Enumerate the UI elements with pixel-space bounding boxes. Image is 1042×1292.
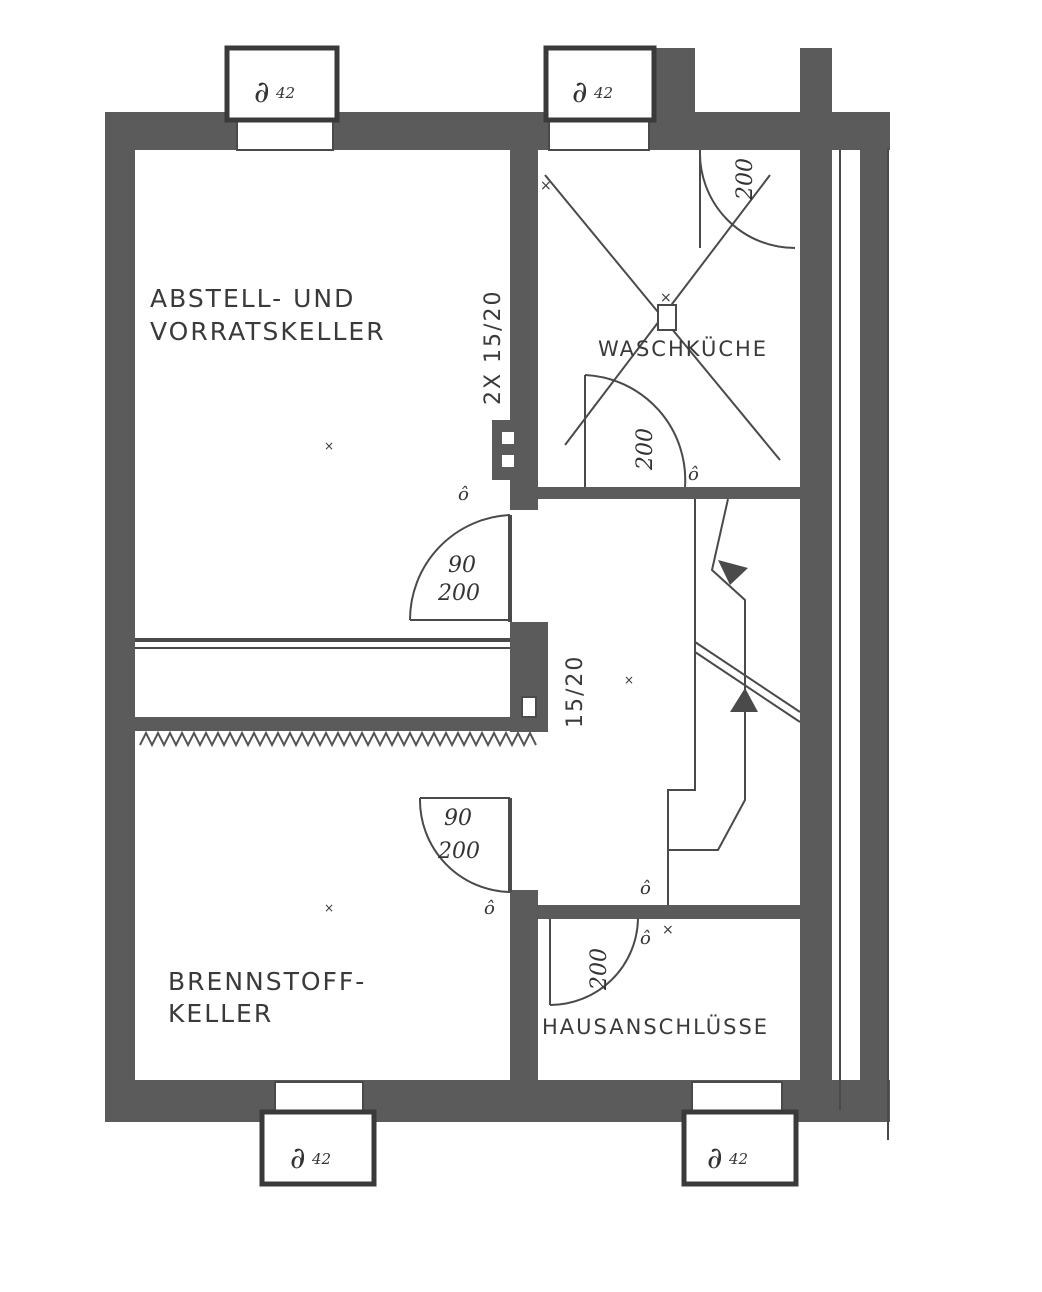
walls: [105, 48, 890, 1122]
exterior-lines: [839, 148, 889, 1140]
door-laundry-bottom: [584, 374, 687, 488]
left-wall: [105, 112, 135, 1122]
window-well-bottom-right: [681, 1109, 799, 1187]
window-symbol-sub: 42: [593, 84, 613, 102]
door-laundry-bottom-height: 200: [633, 428, 658, 471]
right-wall-outer: [800, 48, 832, 1122]
shelf-hatching: [139, 730, 537, 748]
light-switch-symbol: ô: [484, 898, 495, 919]
door-fuel-height: 200: [437, 839, 480, 864]
window-well-top-center: [543, 45, 657, 123]
laundry-room: WASCHKÜCHE × ×: [540, 174, 781, 461]
door-utility-height: 200: [587, 948, 612, 991]
wall-dimension-lower: 15/20: [563, 655, 588, 728]
chimney: [492, 420, 537, 718]
window-well-symbols: ∂ 42 ∂ 42 ∂ 42 ∂ 42: [254, 75, 748, 1176]
window-symbol-glyph: ∂: [572, 75, 588, 110]
window-well-top-left: [224, 45, 340, 123]
room-center-mark: ×: [324, 901, 336, 915]
partition-laundry-hall: [538, 487, 800, 499]
storage-room-label-line1: ABSTELL- UND: [150, 284, 355, 313]
fuel-room: BRENNSTOFF- KELLER ×: [168, 901, 366, 1028]
window-symbol-glyph: ∂: [290, 1141, 306, 1176]
light-switch-symbol: ô: [458, 484, 469, 505]
door-storage: [408, 514, 512, 622]
room-center-mark: ×: [540, 178, 554, 194]
window-symbol-sub: 42: [311, 1150, 331, 1168]
wall-dimension-upper: 2X 15/20: [481, 290, 506, 405]
center-wall-lower: [510, 890, 538, 1085]
door-laundry-top-height: 200: [733, 158, 758, 201]
door-fuel-width: 90: [444, 806, 472, 831]
light-switch-symbol: ô: [640, 928, 651, 949]
window-symbol-glyph: ∂: [707, 1141, 723, 1176]
room-center-mark: ×: [624, 673, 636, 687]
door-storage-height: 200: [437, 581, 480, 606]
partition-hall-utility: [538, 905, 800, 919]
top-wall: [105, 112, 890, 150]
utility-room: HAUSANSCHLÜSSE ô ×: [542, 918, 769, 1039]
utility-room-label: HAUSANSCHLÜSSE: [542, 1014, 769, 1039]
window-well-bottom-left: [259, 1109, 377, 1187]
window-symbol-glyph: ∂: [254, 75, 270, 110]
hall-stairs: [667, 498, 801, 905]
room-center-mark: ×: [662, 922, 676, 938]
door-storage-width: 90: [448, 553, 476, 578]
light-switch-symbol: ô: [688, 464, 699, 485]
partition-storage-fuel: [135, 717, 540, 731]
door-laundry-top: [698, 149, 796, 249]
fuel-room-label-line2: KELLER: [168, 999, 273, 1028]
room-center-mark: ×: [660, 290, 674, 306]
window-symbol-sub: 42: [728, 1150, 748, 1168]
door-fuel: [418, 797, 512, 893]
light-switch-symbol: ô: [640, 878, 651, 899]
right-wall-inner: [860, 148, 888, 1122]
fuel-room-label-line1: BRENNSTOFF-: [168, 967, 366, 996]
storage-room: ABSTELL- UND VORRATSKELLER ×: [135, 284, 510, 649]
stair-arrow-icon: [730, 688, 758, 712]
stair-arrow-up-icon: [718, 560, 748, 585]
laundry-room-label: WASCHKÜCHE: [598, 336, 768, 361]
window-wells: [224, 45, 799, 1187]
window-symbol-sub: 42: [275, 84, 295, 102]
top-right-pier: [655, 48, 695, 148]
room-center-mark: ×: [324, 439, 336, 453]
window-openings: [236, 119, 783, 1115]
storage-room-label-line2: VORRATSKELLER: [150, 317, 386, 346]
